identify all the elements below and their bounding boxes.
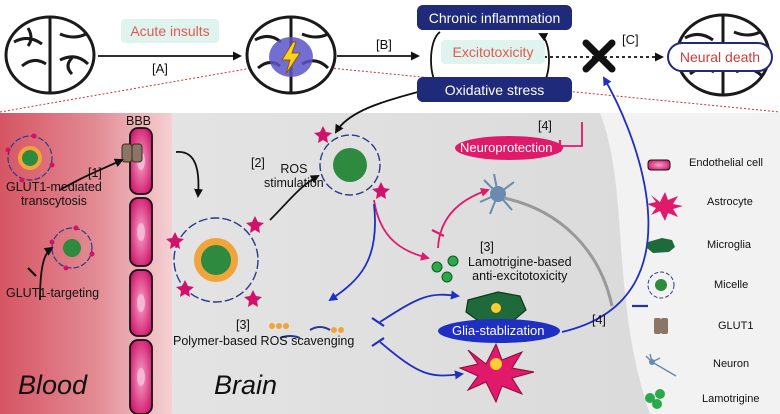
micelle-icon-stimulated (314, 126, 390, 199)
polymer-ros-label: Polymer-based ROS scavenging (173, 334, 355, 348)
brain-icon-center (245, 15, 337, 95)
step-c-label: [C] (622, 32, 639, 47)
chronic-inflammation-box: Chronic inflammation (417, 5, 572, 30)
acute-insults-label: Acute insults (121, 19, 219, 43)
step-4-top-label: [4] (538, 119, 552, 133)
badge-shapes (438, 136, 563, 343)
glia-stabilization-label: Glia-stablization (452, 323, 545, 338)
ros-stimulation-label: ROS stimulation (264, 162, 324, 191)
excitotoxicity-box: Excitotoxicity (441, 40, 545, 64)
oxidative-stress-box: Oxidative stress (417, 77, 572, 102)
astrocyte-icon (458, 342, 535, 404)
step-b-label: [B] (376, 37, 392, 52)
legend-endothelial-label: Endothelial cell (689, 157, 763, 169)
step-4-bottom-label: [4] (592, 313, 606, 327)
legend-lamotrigine-label: Lamotrigine (702, 393, 760, 405)
block-x-icon (582, 39, 616, 73)
neuron-icon (479, 173, 614, 307)
micelle-icon-blood-bottom (49, 225, 95, 271)
polymer-chains (269, 323, 344, 339)
step-1-label: [1] (88, 166, 102, 180)
legend-micelle-label: Micelle (714, 279, 749, 291)
step-3-left-label: [3] (236, 318, 250, 332)
glut1-targeting-label: GLUT1-targeting (6, 286, 100, 300)
bbb-label: BBB (126, 114, 152, 128)
lamotrigine-drops (431, 255, 459, 283)
transcytosis-label: GLUT1-mediated transcytosis (6, 180, 102, 209)
micelle-icon-blood-top (5, 133, 55, 183)
glut1-transporter-icon (121, 143, 143, 163)
neuroprotection-label: Neuroprotection (460, 140, 553, 155)
step-3-mid-label: [3] (480, 240, 494, 254)
brain-icon-left (4, 15, 96, 95)
legend-astrocyte-label: Astrocyte (707, 196, 753, 208)
brain-label: Brain (214, 370, 278, 400)
zoom-lines (0, 67, 780, 113)
step-2-label: [2] (251, 156, 265, 170)
legend-glut1-label: GLUT1 (718, 320, 754, 332)
blood-label: Blood (18, 370, 88, 400)
legend-neuron-label: Neuron (713, 358, 750, 370)
legend-icons (645, 159, 683, 409)
lamotrigine-anti-label: Lamotrigine-based anti-excitotoxicity (468, 255, 572, 284)
microglia-icon (465, 291, 527, 323)
micelle-icon-brain (166, 216, 264, 307)
step-a-label: [A] (152, 61, 168, 76)
legend-microglia-label: Microglia (707, 239, 752, 251)
bbb-endothelial-cells (129, 127, 153, 414)
neural-death-box: Neural death (667, 42, 773, 72)
panel-arrows (39, 76, 650, 380)
